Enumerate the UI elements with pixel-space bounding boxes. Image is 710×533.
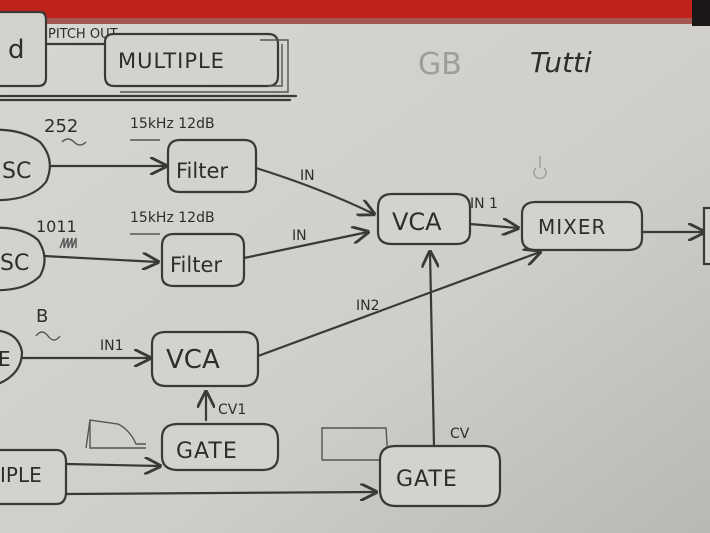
osc-1-freq-label: 252 [44,116,78,137]
power-icon [533,156,547,180]
vca-to-mixer-wire [468,224,518,228]
top-left-module [0,10,48,88]
filter-2-module [160,232,246,288]
osc-3-module [0,329,24,385]
osc-2-freq-label: 1011 [36,217,77,236]
osc-1-label: SC [2,159,31,184]
gate-1-label: GATE [176,439,238,464]
filter-2-in-label: IN [292,228,307,244]
filter-2-label: Filter [170,253,222,277]
osc-2-to-filter-wire [42,256,158,262]
osc-2-module [0,226,46,292]
osc-2-label: SC [0,251,29,276]
osc-3-wave-icon [35,331,61,341]
mixer-in1-label: IN 1 [470,196,498,212]
mixer-label: MIXER [538,215,606,239]
filter-1-label: Filter [176,159,228,183]
gate-2-label: GATE [396,467,458,492]
filter-2-spec: 15kHz 12dB [130,210,215,226]
envelope-1-icon [85,419,146,449]
gate-2-module [378,444,502,508]
vca-main-cv-label: CV [450,426,470,442]
top-right-corner [692,0,710,26]
multiple-to-gate-2-wire [64,492,376,494]
top-left-fragment: d [8,35,25,65]
multiple-2-module [0,448,68,506]
multiple-module [103,32,280,88]
pitch-out-label: PITCH OUT [48,27,118,42]
gb-label: GB [418,47,462,82]
sine-wave-icon [61,138,87,146]
saw-wave-icon [59,237,77,249]
vca-main-module [376,192,472,246]
gate-2-to-vca-cv-wire [430,252,434,448]
multiple-outline [120,39,289,93]
multiple-to-gate-1-wire [64,464,160,466]
multiple-outline-2 [268,44,283,87]
vca-2-cv1-label: CV1 [218,402,246,418]
vca-2-in1-label: IN1 [100,338,124,354]
filter-2-to-vca-wire [242,232,368,260]
gate-1-module [160,422,280,472]
vca-2-to-mixer-wire [256,252,540,358]
filter-1-spec: 15kHz 12dB [130,116,215,132]
filter-1-to-vca-wire [254,166,374,214]
tutti-label: Tutti [530,46,592,79]
envelope-1-base [89,420,146,449]
osc-3-note-label: B [36,306,48,327]
vca-2-label: VCA [166,345,220,375]
vca-2-module [150,330,260,388]
filter-1-in-label: IN [300,168,315,184]
osc-1-module [0,128,51,202]
osc-3-label: E [0,347,11,371]
output-module-edge [702,206,710,266]
multiple-2-fragment: IPLE [0,463,42,487]
filter-1-module [166,138,258,194]
vca-main-label: VCA [392,208,442,236]
multiple-label: MULTIPLE [118,49,225,73]
top-red-band-shadow [0,18,700,24]
mixer-in2-label: IN2 [356,298,380,314]
